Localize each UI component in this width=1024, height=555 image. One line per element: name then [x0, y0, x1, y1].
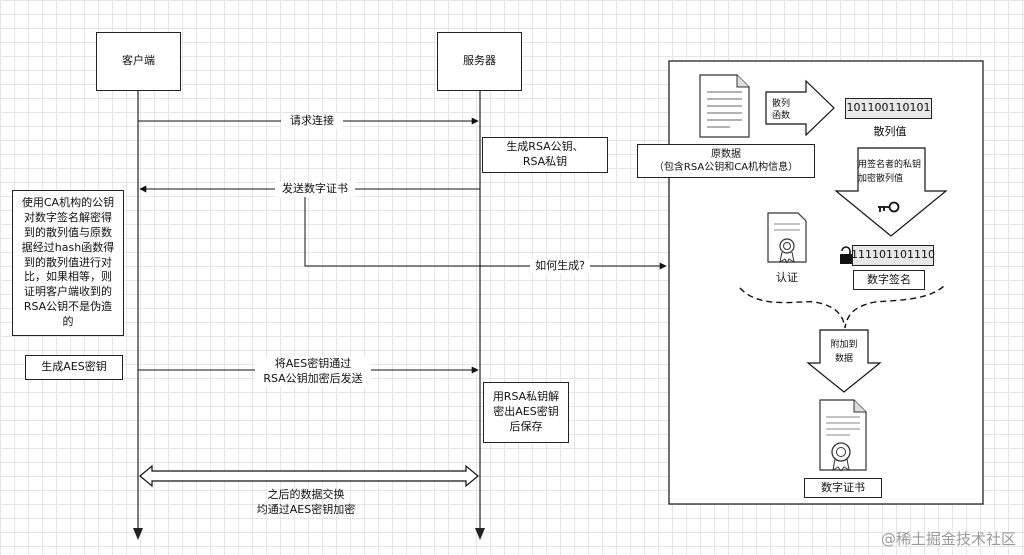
- signature-bits: 111101101110: [851, 245, 935, 266]
- document-icon: [699, 74, 750, 138]
- certified-document-icon: [767, 212, 807, 264]
- certificate-label: 数字证书: [804, 478, 882, 498]
- server-participant: 服务器: [437, 32, 522, 91]
- signature-label: 数字签名: [853, 270, 925, 290]
- watermark: @稀土掘金技术社区: [880, 530, 1016, 548]
- original-data-box: 原数据 （包含RSA公钥和CA机构信息）: [637, 144, 815, 178]
- client-lifeline-end: [133, 528, 143, 540]
- gen-rsa-note: 生成RSA公钥、 RSA私钥: [482, 137, 608, 173]
- decrypt-note: 用RSA私钥解 密出AES密钥 后保存: [483, 382, 569, 443]
- aes-send-label: 将AES密钥通过 RSA公钥加密后发送: [255, 357, 371, 387]
- dashed-brace: [739, 284, 946, 329]
- send-cert-label: 发送数字证书: [275, 182, 355, 197]
- certificate-document-icon: [819, 399, 867, 472]
- hash-value-label: 散列值: [873, 125, 907, 138]
- certified-label: 认证: [776, 271, 798, 284]
- gen-aes-note: 生成AES密钥: [25, 355, 123, 380]
- attach-label: 附加到 数据: [830, 340, 858, 365]
- lock-icon: [840, 246, 852, 264]
- hash-function-label: 散列 函数: [772, 99, 791, 122]
- hash-bits: 101100110101: [845, 98, 932, 119]
- how-label: 如何生成?: [530, 259, 590, 274]
- hash-function-arrow: [765, 79, 835, 137]
- verify-note: 使用CA机构的公钥 对数字签名解密得 到的散列值与原数 据经过hash函数得 到…: [12, 190, 124, 336]
- encrypt-note-label: 用签名者的私钥 加密散列值: [858, 160, 922, 185]
- exchange-double-arrow: [139, 464, 479, 488]
- client-participant: 客户端: [96, 32, 181, 91]
- encrypt-down-arrow: [834, 147, 948, 237]
- server-lifeline-end: [475, 528, 485, 540]
- attach-down-arrow: [806, 329, 882, 393]
- how-arrow: [304, 189, 667, 270]
- key-icon: [878, 201, 900, 213]
- exchange-label: 之后的数据交换 均通过AES密钥加密: [256, 488, 356, 516]
- request-label: 请求连接: [281, 114, 343, 129]
